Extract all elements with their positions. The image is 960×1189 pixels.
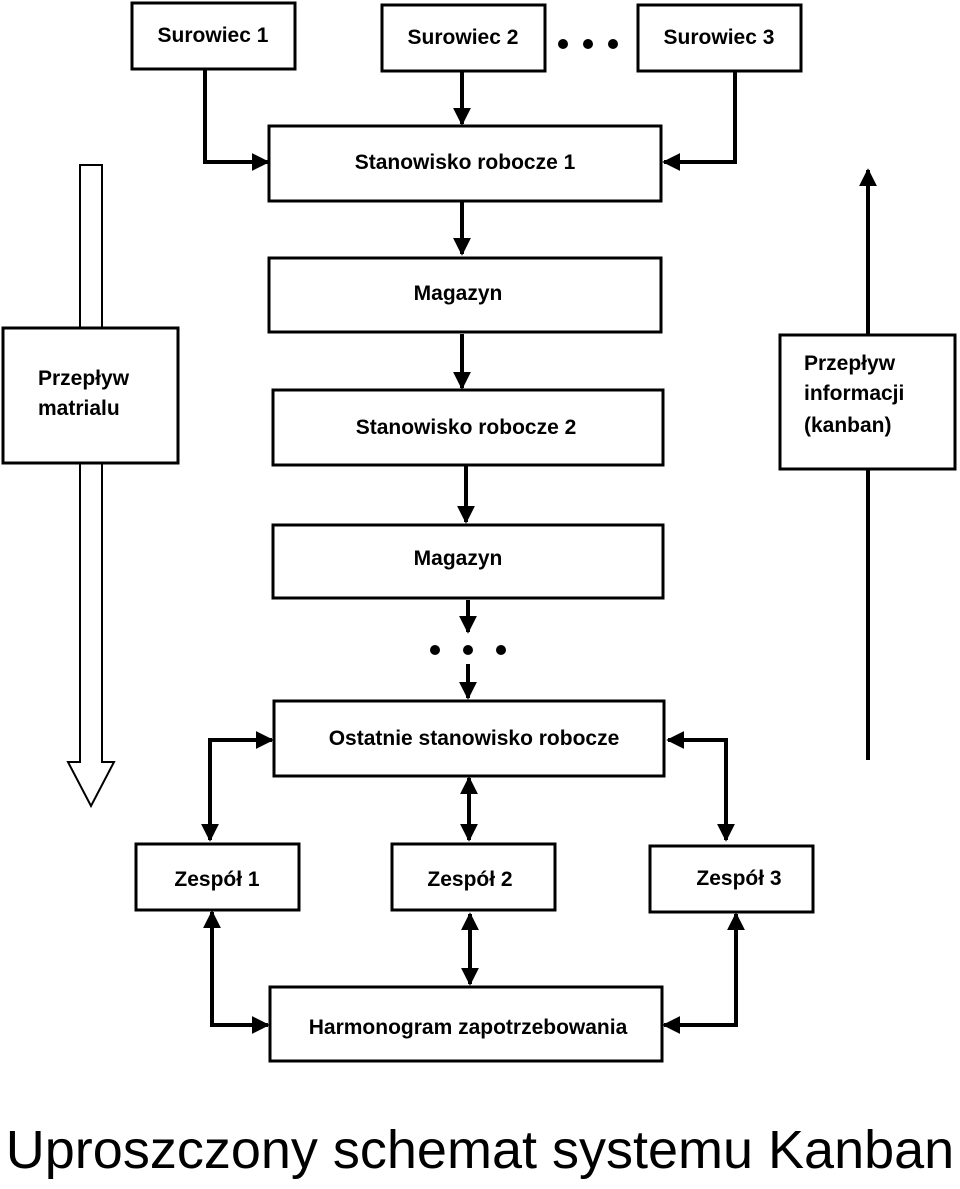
warehouse-2-box: Magazyn [271, 523, 665, 600]
warehouse-2-label: Magazyn [414, 547, 503, 570]
kanban-diagram: Surowiec 1 Surowiec 2 Surowiec 3 Stanowi… [1, 1, 957, 1063]
raw-material-3-box: Surowiec 3 [636, 3, 803, 73]
team-2-box: Zespół 2 [390, 842, 557, 912]
material-flow-label-line1: Przepływ [38, 367, 130, 390]
workstation-1-label: Stanowisko robocze 1 [355, 151, 576, 174]
team-1-box: Zespół 1 [134, 842, 301, 912]
team-3-box: Zespół 3 [648, 844, 815, 914]
raw-material-1-box: Surowiec 1 [130, 1, 297, 71]
raw-material-2-label: Surowiec 2 [408, 26, 519, 49]
ellipsis-middle [430, 645, 506, 655]
demand-schedule-box: Harmonogram zapotrzebowania [268, 985, 664, 1063]
last-workstation-box: Ostatnie stanowisko robocze [272, 699, 666, 778]
workstation-2-box: Stanowisko robocze 2 [271, 388, 665, 467]
material-flow-arrow [66, 164, 116, 809]
material-flow-label-line2: matrialu [38, 397, 120, 420]
team-2-label: Zespół 2 [427, 868, 512, 891]
demand-schedule-label: Harmonogram zapotrzebowania [309, 1016, 628, 1039]
team-1-label: Zespół 1 [174, 868, 260, 891]
warehouse-1-box: Magazyn [267, 256, 663, 334]
last-workstation-label: Ostatnie stanowisko robocze [329, 727, 620, 750]
warehouse-1-label: Magazyn [414, 282, 503, 305]
ellipsis-top [558, 39, 618, 49]
raw-material-3-label: Surowiec 3 [664, 26, 775, 49]
workstation-1-box: Stanowisko robocze 1 [267, 124, 663, 203]
connectors [201, 70, 745, 1034]
information-flow-box: Przepływ informacji (kanban) [778, 333, 957, 471]
information-flow-label-line1: Przepływ [804, 352, 896, 375]
raw-material-2-box: Surowiec 2 [380, 3, 547, 73]
raw-material-1-label: Surowiec 1 [158, 24, 269, 47]
material-flow-box: Przepływ matrialu [1, 326, 180, 465]
team-3-label: Zespół 3 [696, 867, 781, 890]
diagram-caption: Uproszczony schemat systemu Kanban [5, 1120, 955, 1180]
information-flow-label-line3: (kanban) [804, 414, 892, 437]
information-flow-label-line2: informacji [804, 382, 904, 405]
workstation-2-label: Stanowisko robocze 2 [356, 416, 577, 439]
